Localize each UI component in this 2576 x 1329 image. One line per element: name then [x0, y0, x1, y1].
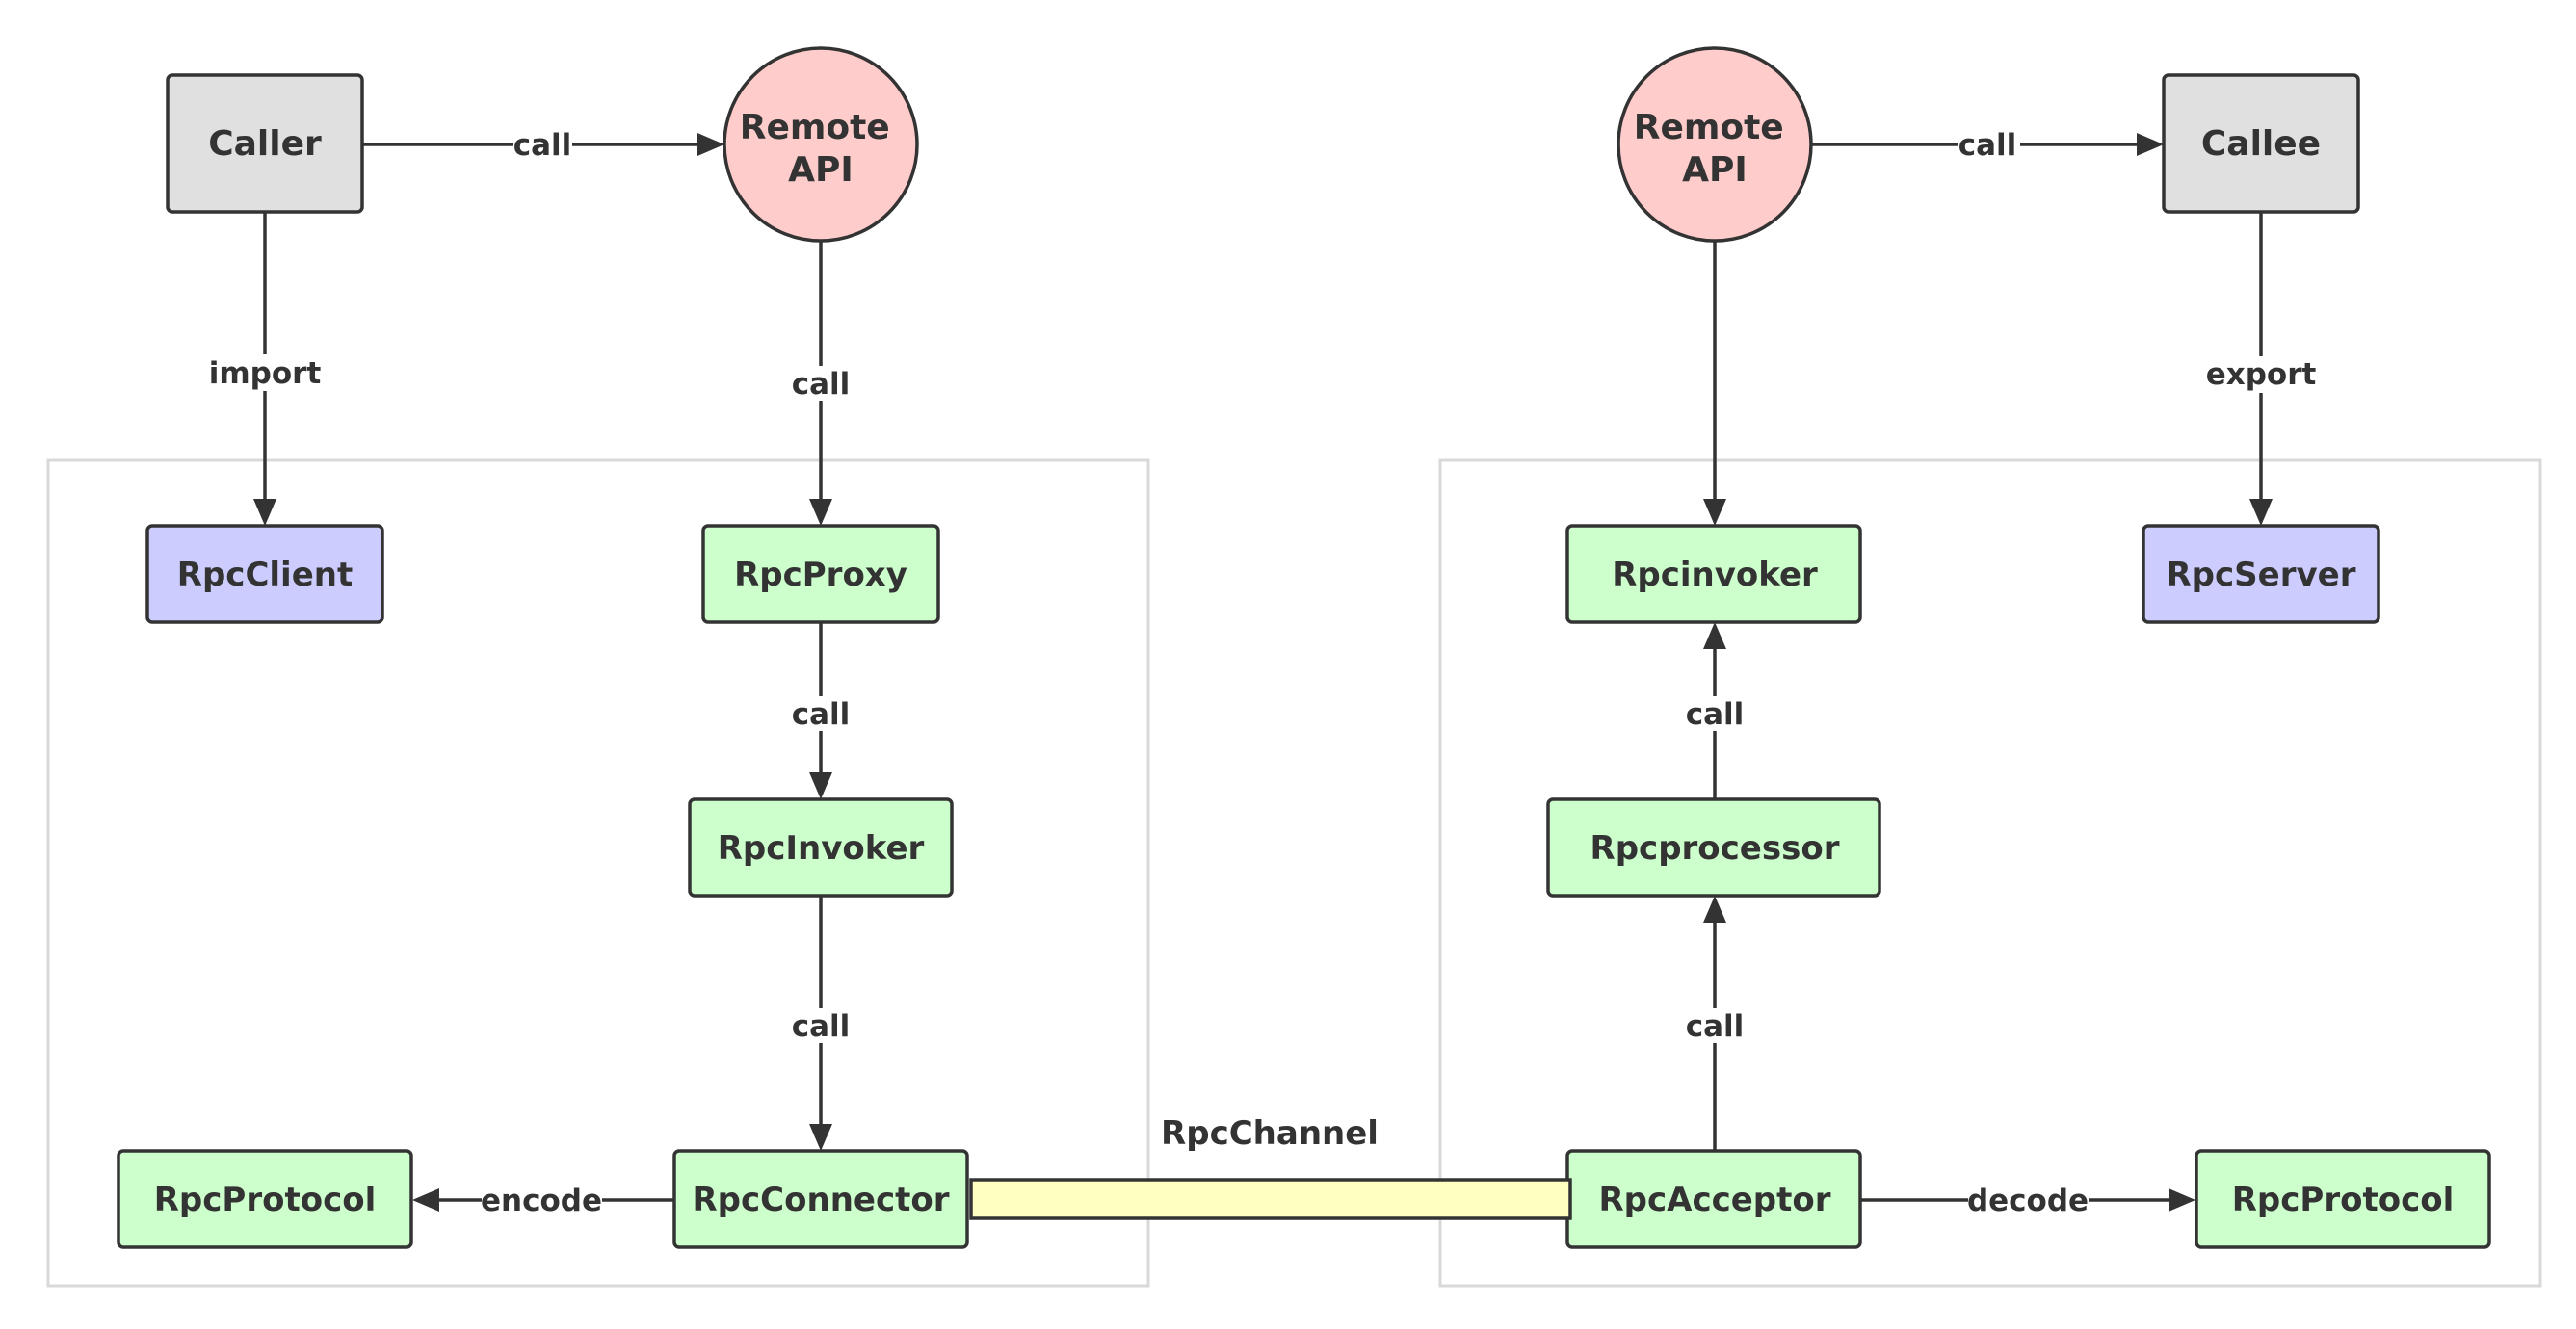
edge-label-processor-call: call — [1686, 697, 1745, 732]
edge-label-remote-api-callee-call: call — [1958, 128, 2017, 163]
remote-api-left-line2: API — [788, 150, 854, 190]
arrowhead-to-rpcconnector — [809, 1124, 832, 1151]
node-rpcacceptor-label: RpcAcceptor — [1598, 1181, 1830, 1219]
server-side-container — [1438, 458, 2542, 1288]
node-rpcproxy — [701, 524, 940, 624]
arrowhead-to-callee — [2137, 133, 2164, 156]
node-rpcclient — [145, 524, 384, 624]
arrowhead-to-rpcprotocol-left — [412, 1188, 439, 1212]
arrowhead-to-rpcinvoker-right — [1703, 499, 1726, 526]
node-rpcprotocol-right-label: RpcProtocol — [2232, 1181, 2455, 1219]
node-rpcserver-label: RpcServer — [2167, 556, 2356, 594]
node-callee-label: Callee — [2201, 124, 2321, 164]
node-rpcproxy-label: RpcProxy — [734, 556, 907, 594]
node-rpcchannel — [969, 1178, 1572, 1220]
node-remote-api-right-label: Remote API — [1634, 108, 1797, 190]
arrowhead-to-rpcproxy — [809, 499, 832, 526]
edge-label-proxy-call: call — [792, 697, 851, 732]
edge-label-encode: encode — [481, 1184, 602, 1218]
node-rpcconnector-label: RpcConnector — [693, 1181, 950, 1219]
node-remote-api-right — [1617, 46, 1813, 243]
remote-api-right-line1: Remote — [1634, 108, 1784, 147]
node-rpcprotocol-left — [117, 1149, 413, 1249]
edge-label-import: import — [209, 356, 322, 391]
node-rpcclient-label: RpcClient — [177, 556, 353, 594]
node-caller — [166, 73, 364, 214]
edge-label-remote-api-call: call — [792, 367, 851, 402]
remote-api-right-line2: API — [1682, 150, 1748, 190]
edge-label-caller-call: call — [513, 128, 572, 163]
arrowhead-to-remote-api-left — [697, 133, 724, 156]
node-rpcprotocol-right — [2195, 1149, 2491, 1249]
node-rpcinvoker-right — [1565, 524, 1862, 624]
arrowhead-to-rpcserver — [2249, 499, 2273, 526]
node-remote-api-left-label: Remote API — [740, 108, 903, 190]
edge-label-acceptor-call: call — [1686, 1009, 1745, 1044]
client-side-container — [46, 458, 1150, 1288]
node-rpcserver — [2142, 524, 2380, 624]
node-rpcinvoker-left-label: RpcInvoker — [718, 829, 925, 868]
node-rpcchannel-label: RpcChannel — [1161, 1114, 1379, 1153]
arrowhead-to-rpcprotocol-right — [2169, 1188, 2195, 1212]
node-rpcconnector — [672, 1149, 969, 1249]
edge-label-invoker-call: call — [792, 1009, 851, 1044]
node-rpcprotocol-left-label: RpcProtocol — [154, 1181, 377, 1219]
node-caller-label: Caller — [208, 124, 322, 164]
edge-label-export: export — [2206, 357, 2317, 392]
node-rpcinvoker-right-label: Rpcinvoker — [1612, 556, 1818, 594]
arrowhead-to-rpcinvoker-right-from-processor — [1703, 622, 1726, 649]
node-remote-api-left — [723, 46, 919, 243]
node-rpcprocessor-label: Rpcprocessor — [1590, 829, 1840, 868]
arrowhead-to-rpcclient — [253, 499, 276, 526]
node-rpcinvoker-left — [688, 797, 954, 898]
node-rpcprocessor — [1546, 797, 1881, 898]
edge-label-decode: decode — [1967, 1184, 2089, 1218]
remote-api-left-line1: Remote — [740, 108, 890, 147]
arrowhead-to-rpcprocessor — [1703, 896, 1726, 923]
node-callee — [2162, 73, 2360, 214]
arrowhead-to-rpcinvoker-left — [809, 772, 832, 799]
